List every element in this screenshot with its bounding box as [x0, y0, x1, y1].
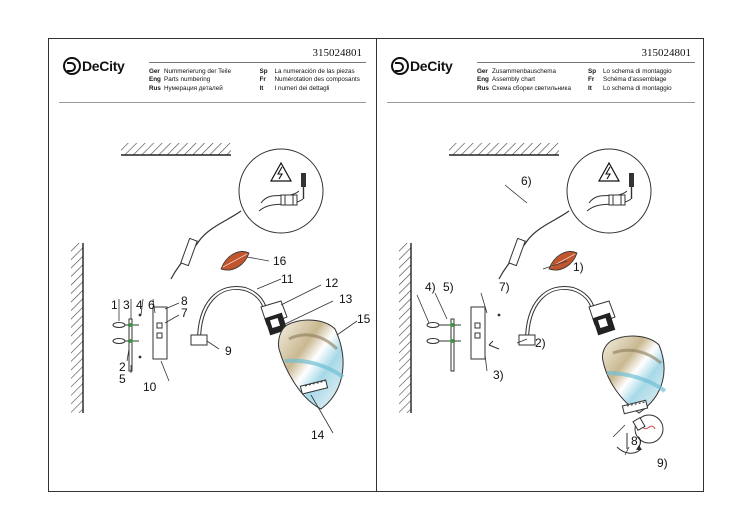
- wiring-detail: [238, 148, 324, 234]
- callout-6: 6: [148, 298, 155, 312]
- screwdriver-icon: [301, 173, 306, 199]
- callout-1: 1: [111, 298, 118, 312]
- callout-4-assembly: 4): [425, 280, 436, 294]
- callout-9-assembly: 9): [657, 456, 668, 470]
- callout-16: 16: [273, 254, 287, 268]
- article-code: 315024801: [312, 47, 363, 59]
- brand-wordmark: DeCity: [410, 58, 453, 74]
- glass-shade: [602, 335, 667, 414]
- electric-warning-icon: [269, 161, 293, 182]
- lamp-holder: [260, 300, 288, 336]
- assembly-diagram: [399, 143, 667, 456]
- cable-connector: [180, 237, 198, 267]
- callout-7-assembly: 7): [499, 280, 510, 294]
- wiring-detail: [566, 148, 652, 234]
- callout-11: 11: [281, 272, 294, 286]
- callout-3: 3: [123, 298, 130, 312]
- lamp-arm: [197, 285, 267, 342]
- wall-hatch: [71, 243, 84, 413]
- arm-bracket: [518, 334, 536, 346]
- callout-2-assembly: 2): [535, 336, 546, 350]
- lamp-arm: [525, 285, 595, 342]
- arm-bracket: [190, 334, 208, 346]
- electric-warning-icon: [597, 161, 621, 182]
- brand-mark-icon: [63, 57, 81, 75]
- callout-12: 12: [325, 276, 339, 290]
- ceiling-hatch: [449, 143, 559, 156]
- ceiling-hatch: [121, 143, 231, 156]
- bulb-socket: [299, 379, 329, 395]
- fixing-set: [426, 313, 501, 372]
- brand-mark-icon: [391, 57, 409, 75]
- parts-diagram: [71, 143, 358, 434]
- callout-4: 4: [136, 298, 143, 312]
- callout-5: 5: [119, 372, 126, 386]
- callout-8: 8: [181, 294, 188, 308]
- callout-1-assembly: 1): [573, 260, 584, 274]
- glass-shade: [278, 319, 345, 410]
- callout-15: 15: [357, 312, 371, 326]
- light-bulb-icon: [632, 414, 664, 444]
- supply-cable: [170, 210, 242, 280]
- leader-lines: [416, 184, 630, 456]
- wall-hatch: [399, 243, 412, 413]
- bulb-socket: [621, 399, 649, 415]
- screwdriver-icon: [629, 173, 634, 199]
- header-divider: [59, 102, 366, 103]
- code-divider: [477, 62, 695, 63]
- brand-wordmark: DeCity: [82, 58, 125, 74]
- supply-cable: [498, 210, 570, 280]
- lamp-holder: [588, 300, 616, 336]
- callout-6-assembly: 6): [521, 174, 532, 188]
- header-divider: [387, 102, 695, 103]
- callout-9: 9: [225, 344, 232, 358]
- rotate-arrows-icon: [616, 433, 642, 454]
- callout-13: 13: [339, 292, 353, 306]
- leader-lines: [118, 256, 358, 434]
- callout-7: 7: [181, 306, 188, 320]
- cable-connector: [508, 237, 526, 267]
- callout-10: 10: [143, 380, 157, 394]
- brand-logo: DeCity: [63, 57, 125, 75]
- callout-3-assembly: 3): [493, 368, 504, 382]
- article-code: 315024801: [641, 47, 692, 59]
- brand-logo: DeCity: [391, 57, 453, 75]
- fixing-set: [112, 313, 142, 372]
- callout-8-assembly: 8): [631, 434, 642, 448]
- code-divider: [149, 62, 366, 63]
- callout-5-assembly: 5): [443, 280, 454, 294]
- callout-14: 14: [311, 428, 325, 442]
- callout-2: 2: [119, 360, 126, 374]
